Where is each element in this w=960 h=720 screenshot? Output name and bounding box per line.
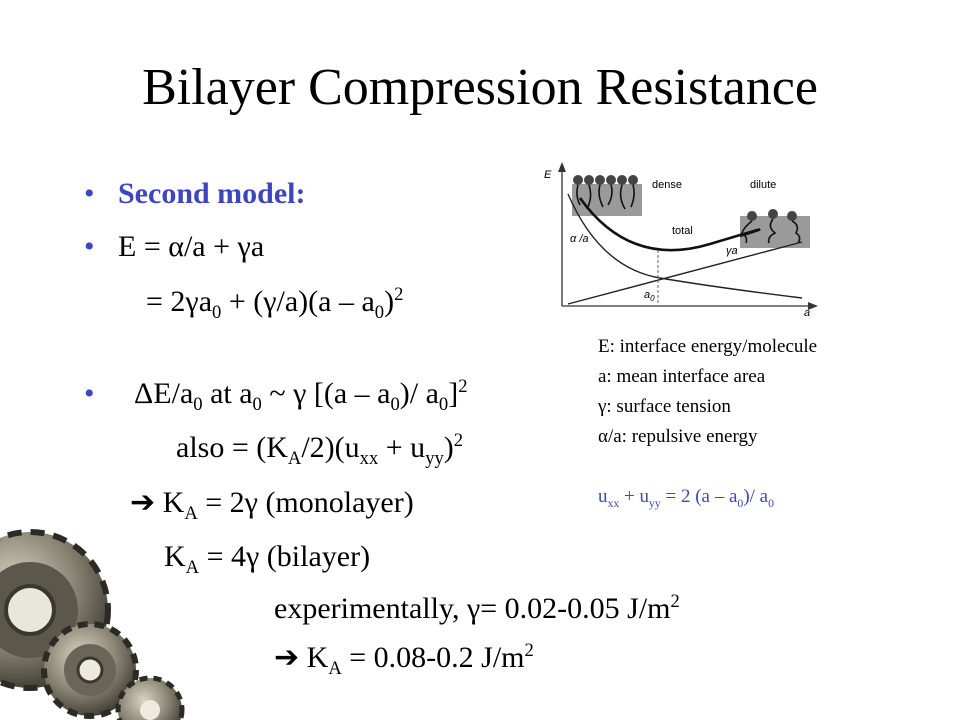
surface-tension-line <box>567 241 803 305</box>
repulsive-curve <box>567 193 803 299</box>
a0-label: a0 <box>644 289 655 303</box>
figure-legend-notes: E: interface energy/molecule a: mean int… <box>598 332 817 512</box>
total-curve <box>578 197 761 252</box>
gears-decoration <box>0 529 185 720</box>
equation-bilayer: KA = 4γ (bilayer) <box>164 540 371 578</box>
y-axis-label: E <box>544 169 552 181</box>
x-axis-label: a <box>804 307 810 318</box>
gear-icon <box>115 675 185 720</box>
bullet-dot: • <box>84 377 95 410</box>
equation-ka-result: ➔ KA = 0.08-0.2 J/m2 <box>274 640 534 679</box>
equation-monolayer: ➔ KA = 2γ (monolayer) <box>130 486 414 524</box>
equation-delta-energy: ΔE/a0 at a0 ~ γ [(a – a0)/ a0]2 <box>134 376 468 415</box>
gear-icon <box>41 621 139 719</box>
equation-energy-expanded: = 2γa0 + (γ/a)(a – a0)2 <box>146 284 404 323</box>
dilute-label: dilute <box>750 179 776 191</box>
equation-energy: E = α/a + γa <box>118 230 265 263</box>
total-label: total <box>672 225 693 237</box>
slide-title: Bilayer Compression Resistance <box>142 59 818 116</box>
energy-diagram: E a dense dilute total α /a γa a0 <box>544 162 818 318</box>
arrow-icon: ➔ <box>130 486 156 519</box>
alpha-a-label: α /a <box>570 233 589 245</box>
gamma-a-label: γa <box>726 245 738 257</box>
equation-also: also = (KA/2)(uxx + uyy)2 <box>176 430 464 469</box>
bullet-second-model: Second model: <box>118 177 306 210</box>
dense-molecules-icon <box>572 175 642 216</box>
bullet-dot: • <box>84 230 95 263</box>
equation-experimental: experimentally, γ= 0.02-0.05 J/m2 <box>274 591 680 625</box>
dense-label: dense <box>652 179 682 191</box>
arrow-icon: ➔ <box>274 641 300 674</box>
strain-formula: uxx + uyy = 2 (a – a0)/ a0 <box>598 486 774 510</box>
bullet-dot: • <box>84 177 95 210</box>
